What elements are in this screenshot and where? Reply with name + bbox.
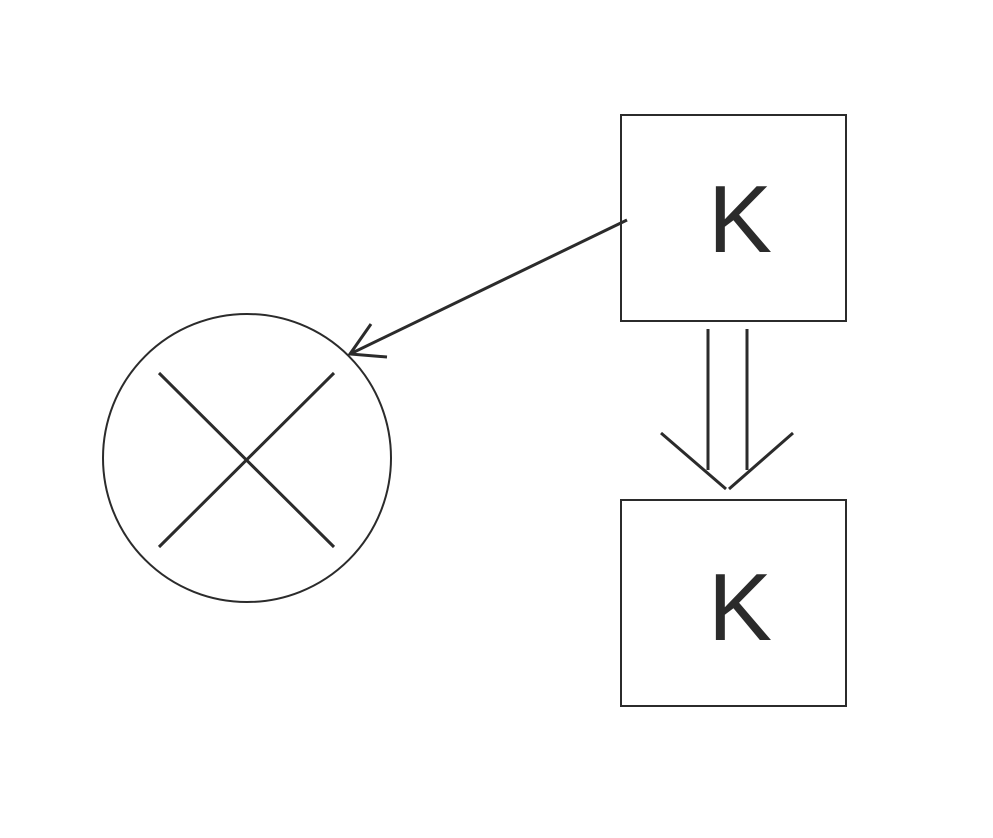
arrowhead-icon: [347, 323, 388, 359]
top-box-label: K: [708, 166, 772, 273]
circle-node: [102, 313, 392, 603]
bottom-box: [620, 499, 847, 707]
arrow-top-box-to-circle: [347, 218, 628, 359]
bottom-box-node: K: [620, 499, 847, 707]
double-arrowhead-right-icon: [728, 431, 794, 491]
double-arrowhead-left-icon: [660, 431, 727, 491]
top-box-node: K: [620, 114, 847, 322]
double-arrow-top-to-bottom: [660, 329, 794, 491]
bottom-box-label: K: [708, 554, 772, 661]
top-box: [620, 114, 847, 322]
arrow-shaft: [349, 218, 628, 356]
cross-line-2: [157, 371, 336, 549]
